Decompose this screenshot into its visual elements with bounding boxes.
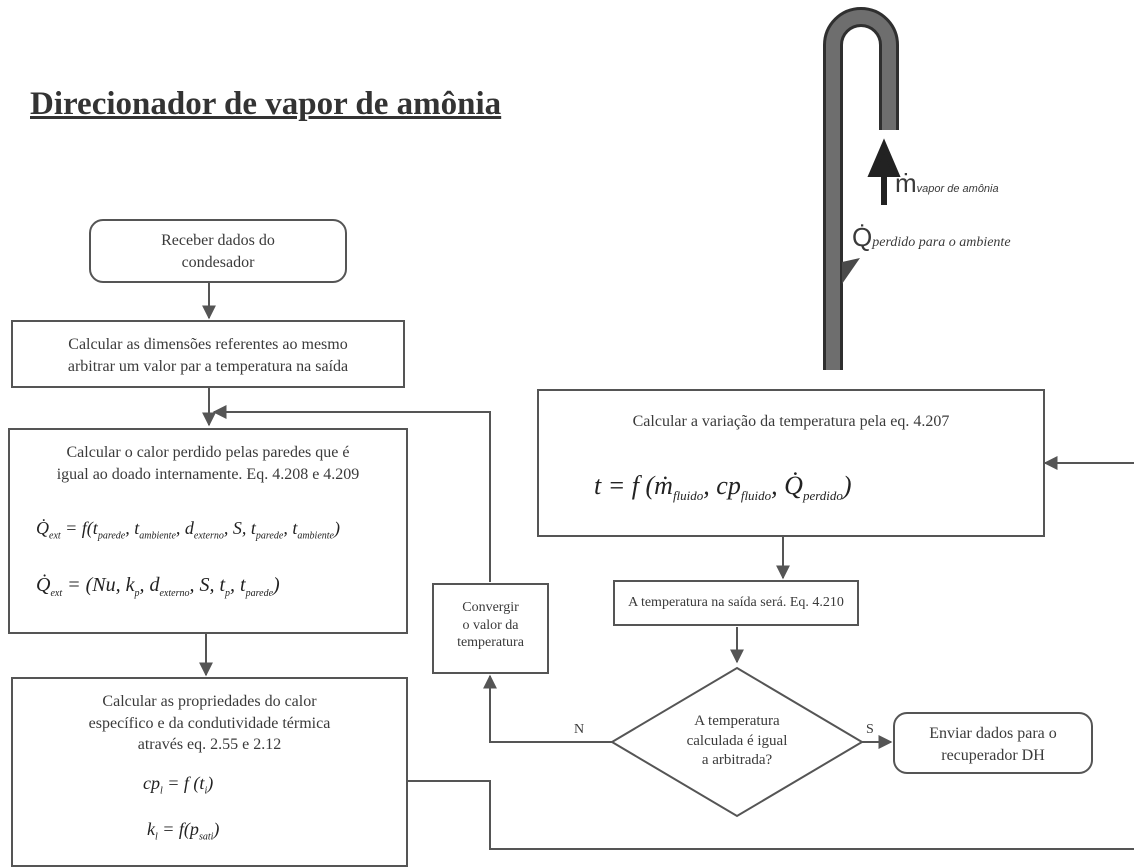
- page-title: Direcionador de vapor de amônia: [30, 86, 502, 122]
- dimensions-box: Calcular as dimensões referentes ao mesm…: [11, 320, 405, 388]
- temperature-variation-box: Calcular a variação da temperatura pela …: [537, 389, 1045, 537]
- decision-diamond: [610, 666, 864, 818]
- equation-cp: cpl = f (ti): [143, 773, 214, 797]
- decision-text: A temperatura calculada é igual a arbitr…: [686, 713, 788, 768]
- heat-loss-marker: [842, 258, 860, 284]
- mass-flow-label: ṁvapor de amônia: [895, 168, 999, 198]
- equation-q-ext-2: Q̇ext = (Nu, kp, dexterno, S, tp, tpared…: [36, 574, 280, 599]
- branch-no-label: N: [574, 722, 585, 737]
- equation-q-ext-1: Q̇ext = f(tparede, tambiente, dexterno, …: [36, 518, 340, 542]
- equation-k: kl = f(psati): [147, 819, 220, 843]
- equation-t: t = f (ṁfluido, cpfluido, Q̇perdido): [594, 471, 852, 504]
- outlet-temperature-box: A temperatura na saída será. Eq. 4.210: [613, 580, 859, 626]
- receive-data-box: Receber dados do condesador: [89, 219, 347, 283]
- pipe-fill: [826, 10, 896, 370]
- mass-flow-arrow: [867, 138, 901, 205]
- send-data-box: Enviar dados para o recuperador DH: [893, 712, 1093, 774]
- heat-loss-label: Q̇perdido para o ambiente: [852, 222, 1011, 252]
- properties-box: Calcular as propriedades do calor especí…: [11, 677, 408, 867]
- pipe-outline: [823, 7, 899, 370]
- convergence-box: Convergir o valor da temperatura: [432, 583, 549, 674]
- heat-loss-box: Calcular o calor perdido pelas paredes q…: [8, 428, 408, 634]
- branch-yes-label: S: [866, 722, 874, 737]
